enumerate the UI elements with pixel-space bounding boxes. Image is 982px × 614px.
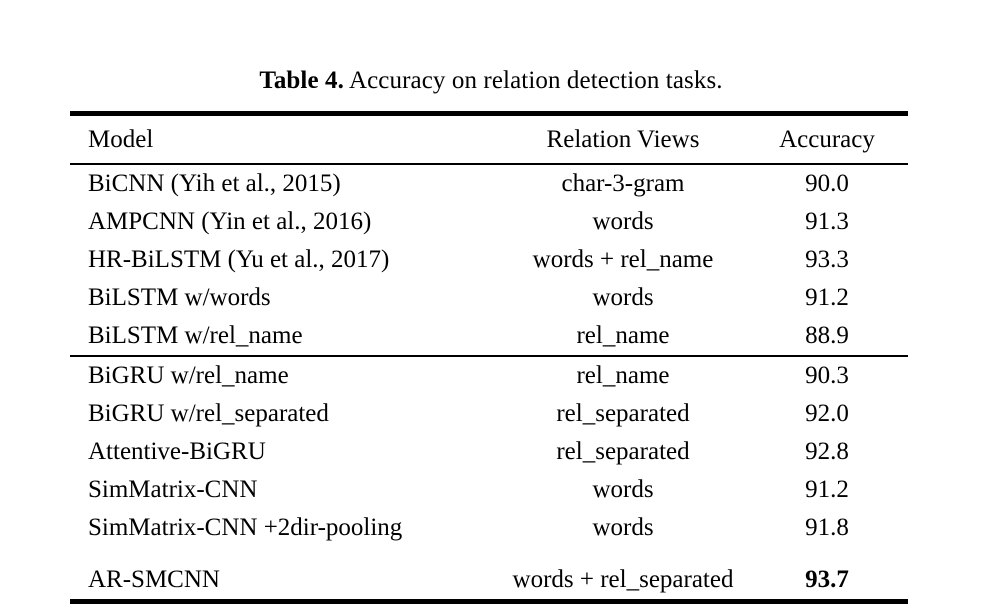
cell-model: HR-BiLSTM (Yu et al., 2017) bbox=[88, 246, 390, 273]
cell-accuracy: 90.0 bbox=[805, 170, 849, 197]
cell-relation-views: words bbox=[592, 476, 654, 503]
cell-relation-views: words + rel_name bbox=[532, 246, 714, 273]
cell-accuracy: 91.2 bbox=[805, 284, 849, 311]
table-caption-text: Accuracy on relation detection tasks. bbox=[343, 67, 723, 94]
column-header-accuracy: Accuracy bbox=[779, 126, 875, 153]
results-table-body: Model Relation Views Accuracy BiCNN (Yih… bbox=[70, 111, 908, 604]
table-row: SimMatrix-CNN words 91.2 bbox=[70, 471, 908, 509]
cell-model: BiLSTM w/words bbox=[88, 284, 271, 311]
cell-relation-views: rel_name bbox=[576, 322, 670, 349]
results-table: Model Relation Views Accuracy BiCNN (Yih… bbox=[70, 111, 908, 604]
cell-accuracy: 91.8 bbox=[805, 514, 849, 541]
column-header-model: Model bbox=[88, 126, 154, 153]
cell-model: SimMatrix-CNN bbox=[88, 476, 258, 503]
cell-model: BiLSTM w/rel_name bbox=[88, 322, 303, 349]
table-row: Attentive-BiGRU rel_separated 92.8 bbox=[70, 433, 908, 471]
table-top-rule bbox=[70, 111, 908, 116]
cell-accuracy: 91.3 bbox=[805, 208, 849, 235]
cell-relation-views: char-3-gram bbox=[561, 170, 685, 197]
column-header-relation-views: Relation Views bbox=[546, 126, 700, 153]
table-row: BiGRU w/rel_name rel_name 90.3 bbox=[70, 357, 908, 395]
table-header-rule bbox=[70, 163, 908, 165]
table-group-rule bbox=[70, 355, 908, 357]
cell-relation-views: words + rel_separated bbox=[512, 566, 734, 593]
table-bottom-rule bbox=[70, 599, 908, 604]
table-row: BiLSTM w/rel_name rel_name 88.9 bbox=[70, 317, 908, 355]
cell-accuracy: 88.9 bbox=[805, 322, 849, 349]
table-caption: Table 4. Accuracy on relation detection … bbox=[0, 66, 982, 96]
cell-model: BiCNN (Yih et al., 2015) bbox=[88, 170, 341, 197]
cell-accuracy: 91.2 bbox=[805, 476, 849, 503]
cell-accuracy: 92.8 bbox=[805, 438, 849, 465]
cell-model: SimMatrix-CNN +2dir-pooling bbox=[88, 514, 403, 541]
cell-accuracy: 90.3 bbox=[805, 362, 849, 389]
table-row: AMPCNN (Yin et al., 2016) words 91.3 bbox=[70, 203, 908, 241]
cell-model: Attentive-BiGRU bbox=[88, 438, 266, 465]
table-header-row: Model Relation Views Accuracy bbox=[70, 116, 908, 163]
cell-relation-views: words bbox=[592, 284, 654, 311]
cell-accuracy: 92.0 bbox=[805, 400, 849, 427]
cell-accuracy: 93.7 bbox=[805, 566, 849, 593]
cell-accuracy: 93.3 bbox=[805, 246, 849, 273]
table-row: AR-SMCNN words + rel_separated 93.7 bbox=[70, 547, 908, 599]
table-row: HR-BiLSTM (Yu et al., 2017) words + rel_n… bbox=[70, 241, 908, 279]
cell-relation-views: words bbox=[592, 208, 654, 235]
cell-model: BiGRU w/rel_separated bbox=[88, 400, 329, 427]
table-row: BiGRU w/rel_separated rel_separated 92.0 bbox=[70, 395, 908, 433]
results-table-container: Model Relation Views Accuracy BiCNN (Yih… bbox=[70, 111, 908, 604]
table-row: BiLSTM w/words words 91.2 bbox=[70, 279, 908, 317]
cell-relation-views: words bbox=[592, 514, 654, 541]
cell-relation-views: rel_name bbox=[576, 362, 670, 389]
cell-model: AMPCNN (Yin et al., 2016) bbox=[88, 208, 372, 235]
table-caption-label: Table 4. bbox=[259, 67, 344, 94]
cell-relation-views: rel_separated bbox=[556, 400, 690, 427]
cell-model: BiGRU w/rel_name bbox=[88, 362, 289, 389]
cell-model: AR-SMCNN bbox=[88, 566, 220, 593]
table-row: BiCNN (Yih et al., 2015) char-3-gram 90.0 bbox=[70, 165, 908, 203]
table-row: SimMatrix-CNN +2dir-pooling words 91.8 bbox=[70, 509, 908, 547]
cell-relation-views: rel_separated bbox=[556, 438, 690, 465]
